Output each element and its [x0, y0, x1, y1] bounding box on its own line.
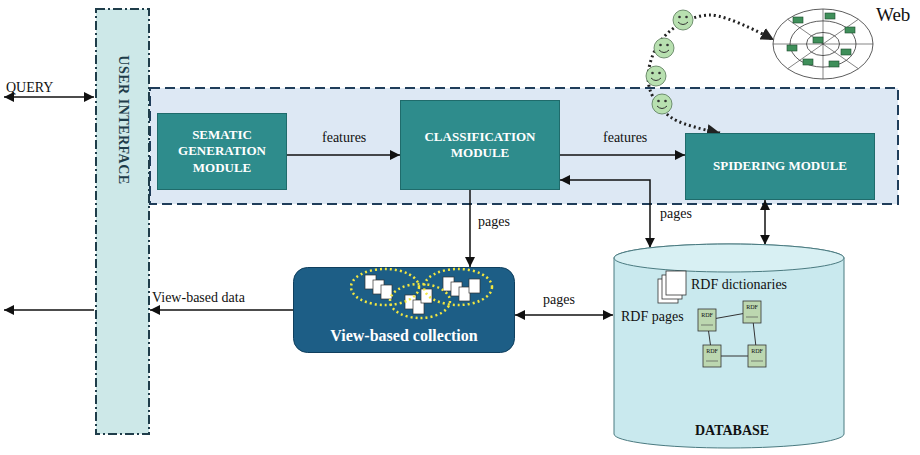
- icon-label: RDF: [748, 348, 766, 355]
- dictionary-icon: [666, 271, 686, 295]
- node-text: CLASSIFICATION MODULE: [409, 129, 551, 162]
- flow-arrow: [764, 200, 766, 245]
- cluster-ring: [351, 269, 419, 305]
- computer-icon: [787, 45, 797, 51]
- spider-agent: [673, 10, 693, 30]
- computer-icon: [825, 13, 835, 19]
- globe-spoke: [823, 44, 858, 69]
- icon-label: RDF: [703, 348, 721, 355]
- edge-label: features: [603, 130, 647, 145]
- computer-icon: [793, 17, 803, 23]
- spider-agent: [652, 94, 672, 114]
- globe-spoke: [823, 44, 873, 45]
- cluster-ring: [424, 269, 492, 305]
- flow-arrow: [287, 154, 400, 156]
- icon-label: RDF: [743, 304, 761, 311]
- edge-label: pages: [660, 206, 692, 221]
- process-box: SEMATIC GENERATION MODULE: [157, 113, 287, 190]
- spider-link: [648, 15, 774, 133]
- rdf-page-icon: [743, 301, 761, 323]
- output-arrow: [4, 309, 94, 311]
- process-box: CLASSIFICATION MODULE: [400, 100, 560, 190]
- edge-label: pages: [543, 292, 575, 307]
- edge-label: View-based data: [152, 290, 245, 305]
- edge-label: pages: [478, 214, 510, 229]
- node-text: RDF dictionaries: [691, 277, 787, 293]
- node-text: RDF pages: [621, 309, 684, 325]
- process-box: SPIDERING MODULE: [685, 133, 875, 200]
- node-text: Web: [876, 4, 910, 26]
- query-arrow: [4, 96, 94, 98]
- page-icon: [381, 285, 392, 299]
- node-text: DATABASE: [695, 423, 769, 439]
- spider-agent: [654, 38, 674, 58]
- icon-line: [706, 361, 718, 362]
- rdf-page-icon: [698, 309, 716, 331]
- flow-arrow: [560, 180, 650, 248]
- node-text: USER INTERFACE: [115, 55, 131, 184]
- collection-box: View-based collection: [293, 267, 515, 353]
- interface-band: USER INTERFACE: [95, 8, 150, 435]
- cylinder-body: [614, 244, 844, 448]
- globe-spoke: [823, 44, 824, 79]
- page-icon: [469, 279, 480, 293]
- computer-icon: [829, 61, 839, 67]
- computer-icon: [813, 37, 823, 43]
- flow-arrow: [469, 190, 471, 267]
- node-text: View-based collection: [293, 327, 515, 345]
- computer-icon: [803, 59, 813, 65]
- flow-arrow: [150, 309, 293, 311]
- rdf-page-icon: [703, 345, 721, 367]
- node-text: SEMATIC GENERATION MODULE: [166, 127, 278, 176]
- collection-outline: [294, 268, 515, 353]
- flow-arrow: [515, 314, 613, 316]
- system-panel: [150, 88, 898, 204]
- web-globe: Web: [770, 4, 876, 80]
- icon-line: [751, 361, 763, 362]
- globe-ring: [773, 9, 873, 79]
- node-outline: [613, 243, 845, 450]
- computer-icon: [845, 27, 855, 33]
- icon-line: [746, 317, 758, 318]
- database-cylinder: RDF dictionariesRDF pagesDATABASE: [613, 243, 845, 450]
- cylinder-top: [614, 244, 844, 272]
- flow-label: QUERY: [6, 80, 53, 95]
- computer-icon: [841, 49, 851, 55]
- edge-label: features: [322, 130, 366, 145]
- globe-spoke: [773, 44, 823, 45]
- band-outline: [96, 9, 149, 434]
- node-outline: [770, 4, 876, 80]
- icon-label: RDF: [698, 312, 716, 319]
- globe-spoke: [823, 19, 858, 44]
- globe-spoke: [788, 44, 823, 69]
- spider-agent: [646, 66, 666, 86]
- flow-arrow: [560, 154, 685, 156]
- rdf-page-icon: [748, 345, 766, 367]
- cluster-ring: [390, 284, 450, 318]
- icon-line: [701, 325, 713, 326]
- page-icon: [459, 287, 470, 301]
- node-text: SPIDERING MODULE: [713, 158, 847, 174]
